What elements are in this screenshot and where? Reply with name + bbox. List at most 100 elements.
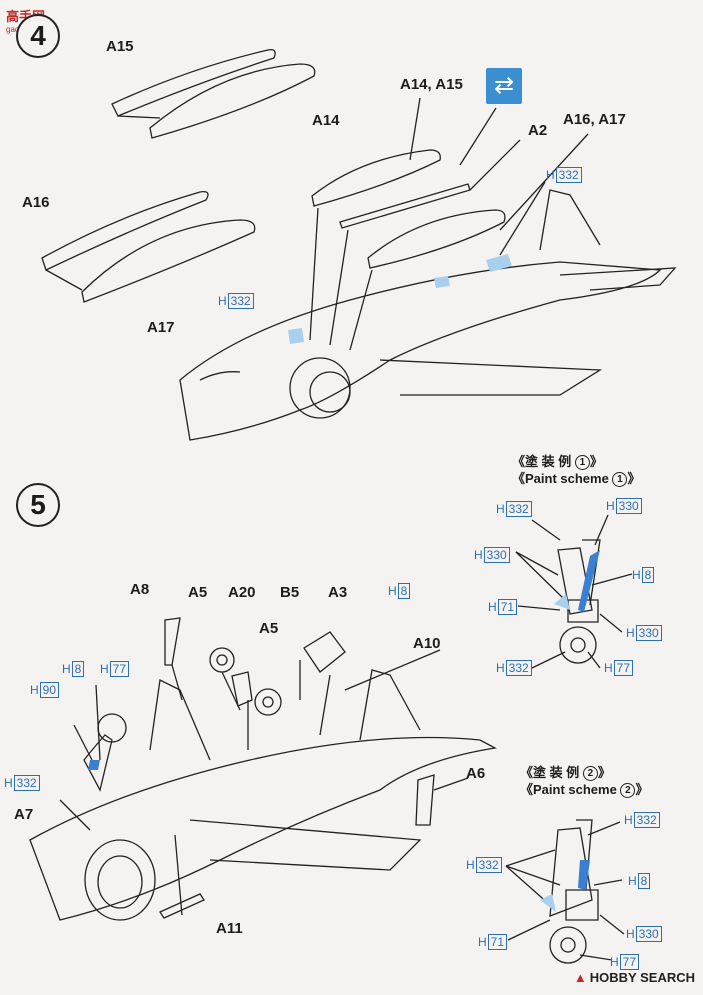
label-a14: A14 bbox=[312, 112, 340, 129]
paint-scheme-2-en-text: 《Paint scheme bbox=[520, 782, 617, 798]
label-a17: A17 bbox=[147, 319, 175, 336]
code-number: 330 bbox=[483, 547, 510, 563]
code-prefix: H bbox=[606, 499, 615, 513]
part-a6-strut bbox=[415, 774, 435, 826]
step-4-number: 4 bbox=[16, 14, 60, 58]
part-a20 bbox=[231, 671, 253, 707]
paint-scheme-2-jp: 《塗 装 例 2》 bbox=[520, 765, 611, 782]
part-a16 bbox=[41, 191, 209, 271]
code-number: 77 bbox=[109, 661, 130, 677]
code-number: 77 bbox=[613, 660, 634, 676]
hobby-search-text: HOBBY SEARCH bbox=[589, 970, 695, 985]
step-5-number: 5 bbox=[16, 483, 60, 527]
part-a11 bbox=[159, 893, 205, 919]
paint-scheme-2-heading: 《塗 装 例 2》 《Paint scheme 2》 bbox=[520, 764, 649, 799]
code-number: 77 bbox=[619, 954, 640, 970]
code-prefix: H bbox=[478, 935, 487, 949]
aircraft-fuselage-4 bbox=[179, 261, 662, 441]
label-a5: A5 bbox=[188, 584, 208, 601]
label-a20: A20 bbox=[228, 584, 256, 601]
gear-detail-2-strut bbox=[549, 827, 593, 917]
code-prefix: H bbox=[624, 813, 633, 827]
code-number: 332 bbox=[13, 775, 40, 791]
code-prefix: H bbox=[626, 927, 635, 941]
code-number: 8 bbox=[397, 583, 411, 599]
part-a14-top bbox=[149, 63, 316, 139]
hobby-search-watermark: ▲HOBBY SEARCH bbox=[574, 970, 695, 985]
paint-scheme-2-num: 2 bbox=[582, 766, 598, 782]
paint-scheme-1-jp: 《塗 装 例 1》 bbox=[512, 454, 603, 471]
code-prefix: H bbox=[62, 662, 71, 676]
code-number: 330 bbox=[635, 625, 662, 641]
paint-scheme-1-en-text: 《Paint scheme bbox=[512, 471, 609, 487]
code-prefix: H bbox=[30, 683, 39, 697]
code-prefix: H bbox=[626, 626, 635, 640]
label-a8: A8 bbox=[130, 581, 150, 598]
gear-detail-1-strut bbox=[557, 547, 593, 615]
code-number: 332 bbox=[227, 293, 254, 309]
code-number: 71 bbox=[497, 599, 518, 615]
part-a2 bbox=[339, 183, 471, 229]
code-prefix: H bbox=[474, 548, 483, 562]
code-prefix: H bbox=[496, 502, 505, 516]
code-number: 332 bbox=[475, 857, 502, 873]
code-prefix: H bbox=[100, 662, 109, 676]
part-a16-right bbox=[367, 209, 506, 269]
code-prefix: H bbox=[218, 294, 227, 308]
paint-scheme-1-num: 1 bbox=[574, 455, 590, 471]
aircraft-fuselage-5 bbox=[29, 736, 498, 921]
code-number: 330 bbox=[615, 498, 642, 514]
hobby-search-logo-icon: ▲ bbox=[573, 970, 587, 985]
code-prefix: H bbox=[610, 955, 619, 969]
label-b5: B5 bbox=[280, 584, 300, 601]
code-number: 332 bbox=[633, 812, 660, 828]
code-prefix: H bbox=[388, 584, 397, 598]
label-a16: A16 bbox=[22, 194, 50, 211]
code-number: 8 bbox=[71, 661, 85, 677]
part-a3-door bbox=[303, 631, 346, 673]
code-number: 332 bbox=[505, 501, 532, 517]
code-number: 332 bbox=[505, 660, 532, 676]
paint-scheme-1-en: 《Paint scheme 1》 bbox=[512, 471, 641, 488]
part-a5-wheel-b bbox=[254, 688, 282, 716]
code-number: 71 bbox=[487, 934, 508, 950]
code-prefix: H bbox=[604, 661, 613, 675]
swap-arrows-icon: ⇄ bbox=[486, 68, 522, 104]
label-a6: A6 bbox=[466, 765, 486, 782]
label-a14-a15: A14, A15 bbox=[400, 76, 463, 93]
label-a15: A15 bbox=[106, 38, 134, 55]
part-a14-right bbox=[311, 149, 441, 207]
label-a7: A7 bbox=[14, 806, 34, 823]
part-a5-wheel bbox=[209, 647, 235, 673]
code-prefix: H bbox=[496, 661, 505, 675]
label-a3: A3 bbox=[328, 584, 348, 601]
code-prefix: H bbox=[628, 874, 637, 888]
code-number: 330 bbox=[635, 926, 662, 942]
paint-scheme-2-en: 《Paint scheme 2》 bbox=[520, 782, 649, 799]
part-a15-top bbox=[111, 49, 276, 117]
label-a11: A11 bbox=[216, 920, 243, 937]
part-a17 bbox=[81, 219, 256, 303]
part-a8-strut bbox=[164, 617, 181, 666]
label-a2: A2 bbox=[528, 122, 548, 139]
code-prefix: H bbox=[4, 776, 13, 790]
paint-scheme-1-jp-text: 《塗 装 例 bbox=[512, 454, 572, 469]
